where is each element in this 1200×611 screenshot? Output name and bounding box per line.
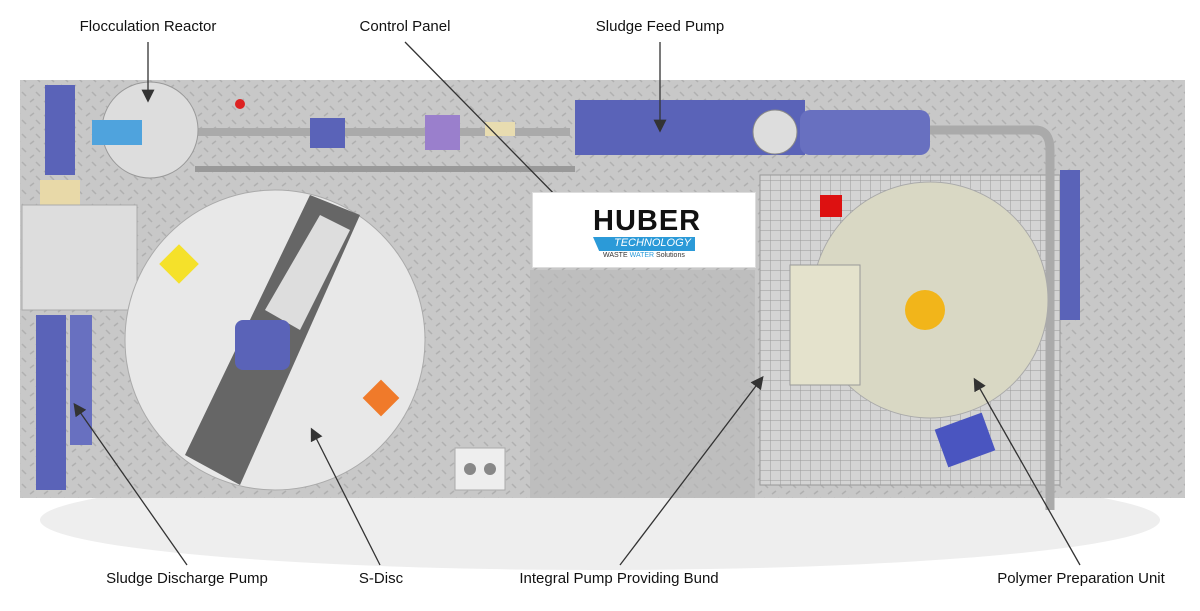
arrow-s-disc bbox=[310, 427, 381, 566]
feed-pipe bbox=[150, 128, 570, 136]
label-flocculation-reactor: Flocculation Reactor bbox=[79, 18, 217, 35]
huber-logo: HUBER TECHNOLOGY WASTE WATER Solutions bbox=[532, 192, 756, 268]
arrow-polymer-unit bbox=[973, 377, 1081, 566]
label-integral-pump-bund: Integral Pump Providing Bund bbox=[519, 570, 719, 587]
logo-brand: HUBER bbox=[593, 205, 702, 237]
arrow-integral-bund bbox=[619, 375, 764, 566]
discharge-pipe bbox=[780, 125, 1055, 510]
label-sludge-feed-pump: Sludge Feed Pump bbox=[595, 18, 725, 35]
label-s-disc: S-Disc bbox=[358, 570, 404, 587]
arrow-sludge-discharge-pump bbox=[73, 402, 188, 566]
label-control-panel: Control Panel bbox=[359, 18, 451, 35]
sludge-discharge-pump bbox=[36, 315, 66, 490]
logo-tagline: WASTE WATER Solutions bbox=[603, 252, 685, 259]
label-sludge-discharge-pump: Sludge Discharge Pump bbox=[106, 570, 268, 587]
logo-sub: TECHNOLOGY bbox=[593, 237, 695, 251]
label-polymer-preparation-unit: Polymer Preparation Unit bbox=[997, 570, 1165, 587]
pump-bund bbox=[530, 270, 755, 498]
arrow-control-panel bbox=[404, 41, 567, 207]
